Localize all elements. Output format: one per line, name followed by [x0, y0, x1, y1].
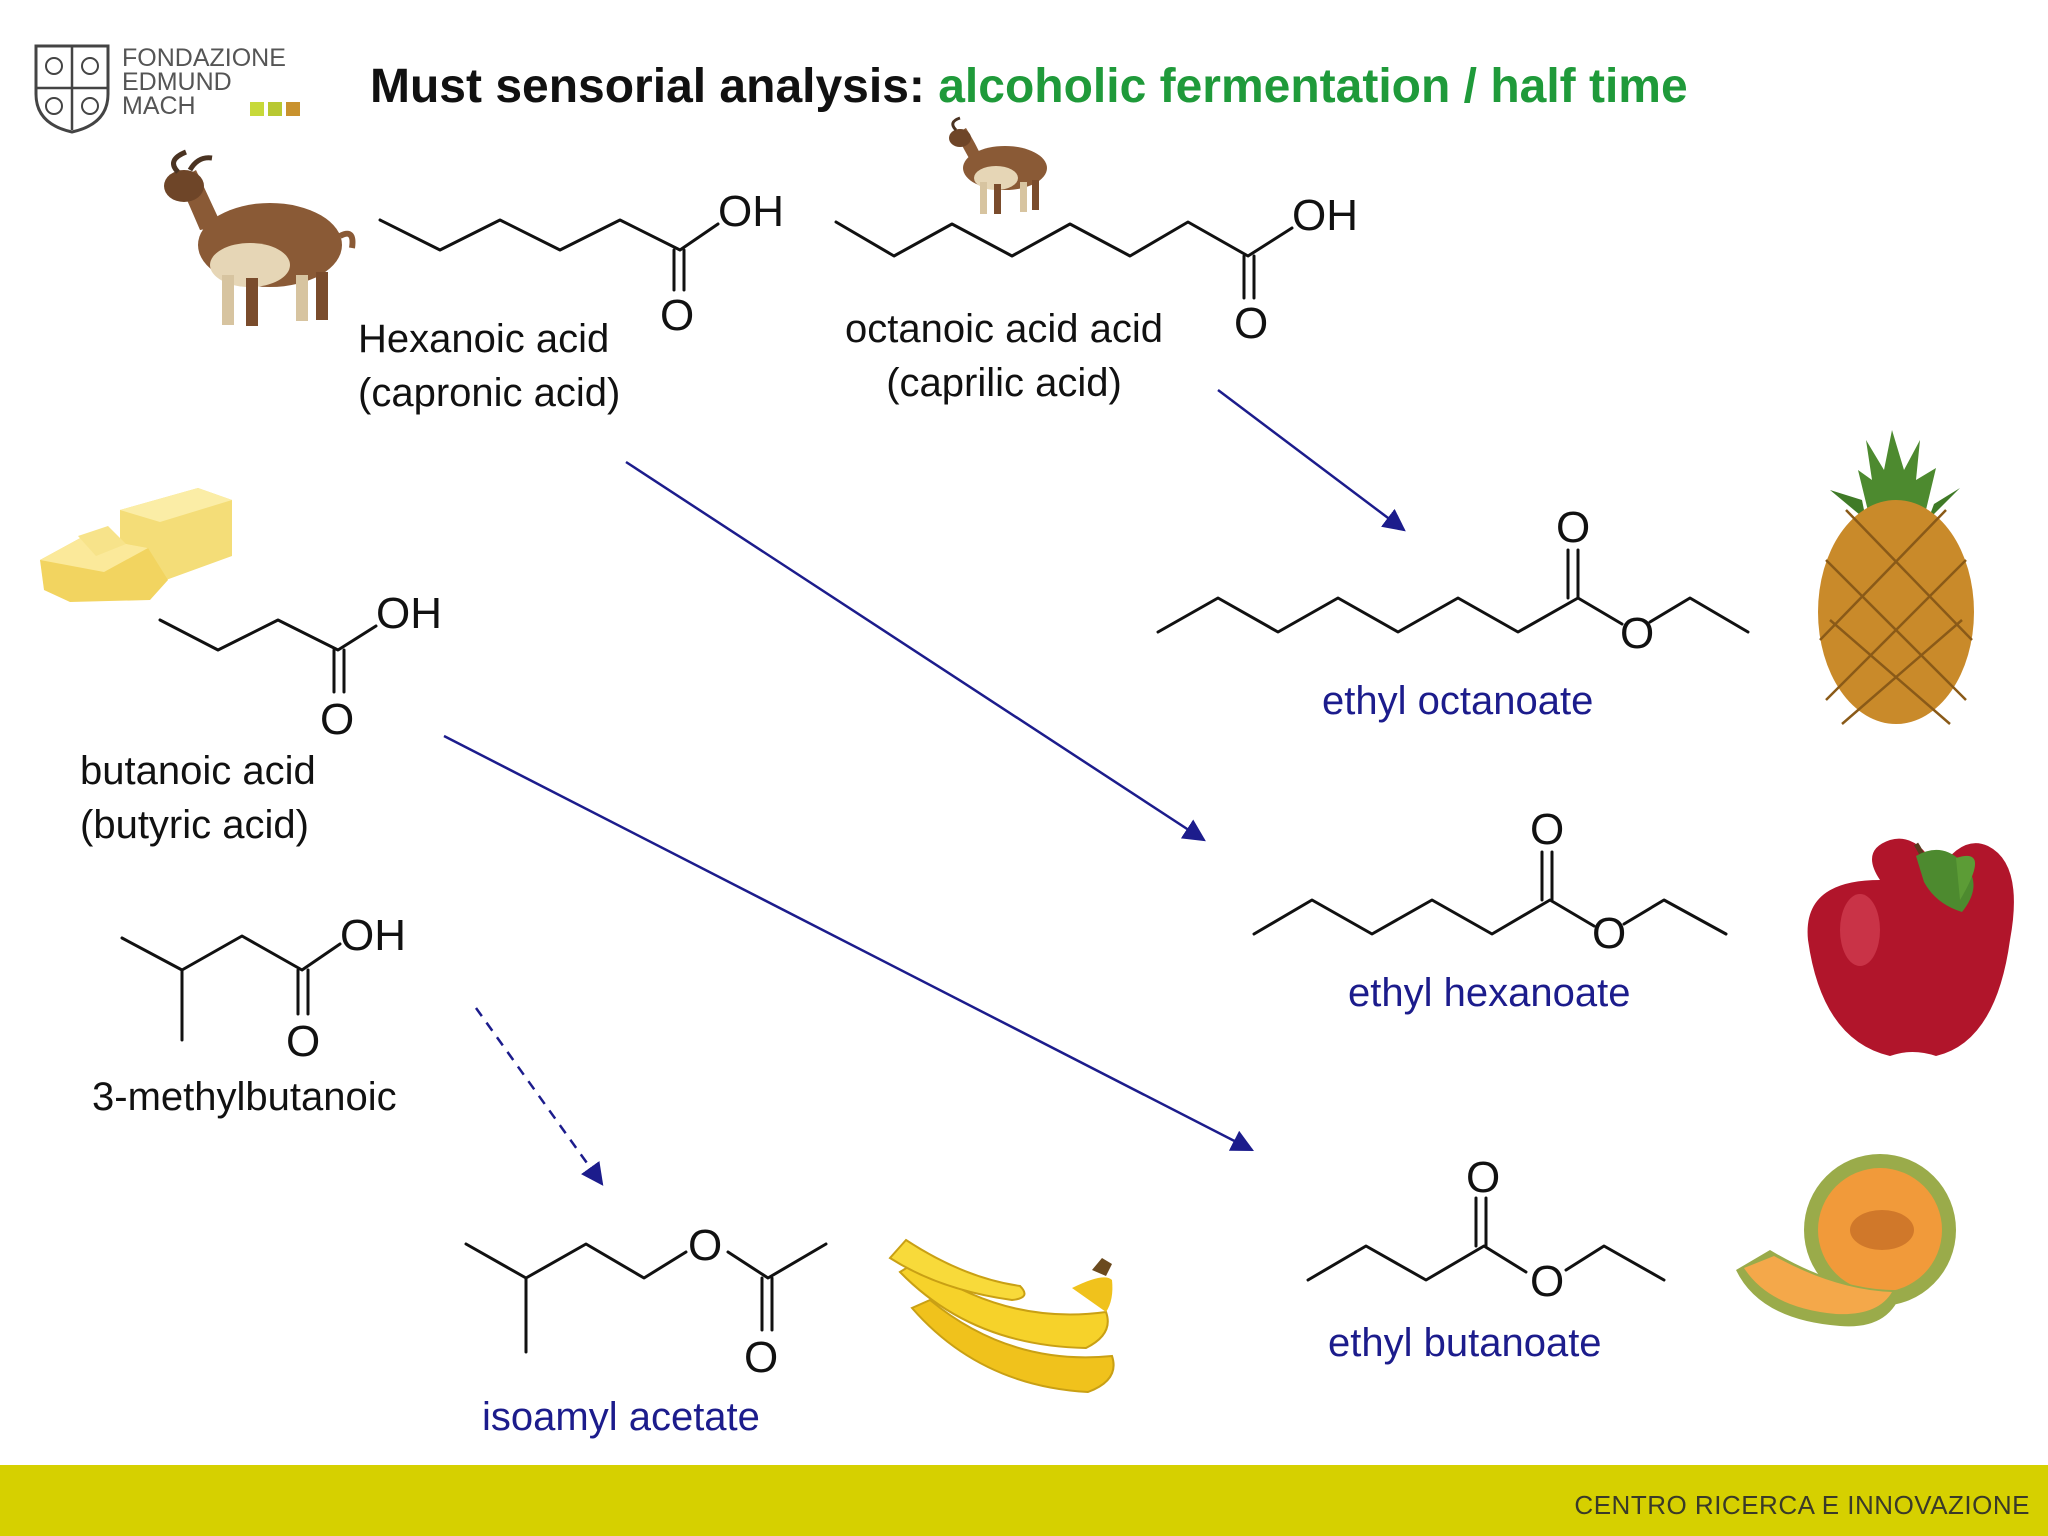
- octanoic-oh-label: OH: [1292, 191, 1358, 240]
- pineapple-icon: [1818, 430, 1974, 725]
- ethyl-hexanoate-structure: [1252, 850, 1728, 936]
- hexanoic-oh-label: OH: [718, 187, 784, 236]
- octanoic-acid-common-name: (caprilic acid): [886, 361, 1122, 405]
- apple-icon: [1807, 838, 2014, 1056]
- methylbutanoic-oh-label: OH: [340, 911, 406, 960]
- page-title: Must sensorial analysis: alcoholic ferme…: [370, 60, 1688, 113]
- hexanoic-o-label: O: [660, 291, 694, 340]
- logo-text-line3: MACH: [122, 92, 196, 120]
- butanoic-o-label: O: [320, 695, 354, 744]
- methylbutanoic-acid-structure: [120, 934, 342, 1042]
- methylbutanoic-o-label: O: [286, 1017, 320, 1066]
- ethyl-butanoate-ester-o: O: [1530, 1257, 1564, 1306]
- arrow-octanoic-to-ethyl-octanoate: [1217, 389, 1406, 532]
- footer-text: CENTRO RICERCA E INNOVAZIONE: [1574, 1490, 2030, 1520]
- butanoic-acid-name: butanoic acid: [80, 749, 316, 793]
- butanoic-acid-common-name: (butyric acid): [80, 803, 309, 847]
- banana-icon: [888, 1238, 1115, 1394]
- isoamyl-acetate-carbonyl-o: O: [744, 1333, 778, 1382]
- butanoic-oh-label: OH: [376, 589, 442, 638]
- ethyl-hexanoate-name: ethyl hexanoate: [1348, 971, 1630, 1015]
- logo-emblem-icon: [34, 44, 110, 134]
- hexanoic-acid-name: Hexanoic acid: [358, 317, 609, 361]
- footer-bar: [0, 1465, 2048, 1536]
- goat-icon: [949, 116, 1047, 214]
- logo: FONDAZIONE EDMUND MACH: [34, 44, 300, 134]
- title-highlight: alcoholic fermentation / half time: [938, 60, 1687, 113]
- arrow-hexanoic-to-ethyl-hexanoate: [625, 460, 1206, 842]
- ethyl-hexanoate-carbonyl-o: O: [1530, 805, 1564, 854]
- title-main: Must sensorial analysis:: [370, 60, 938, 113]
- logo-square-2: [268, 102, 282, 116]
- ethyl-hexanoate-ester-o: O: [1592, 909, 1626, 958]
- butter-icon: [40, 488, 232, 602]
- ethyl-octanoate-carbonyl-o: O: [1556, 503, 1590, 552]
- arrow-butanoic-to-ethyl-butanoate: [443, 734, 1255, 1152]
- ethyl-butanoate-carbonyl-o: O: [1466, 1153, 1500, 1202]
- octanoic-acid-structure: [834, 220, 1294, 300]
- goat-icon: [164, 149, 356, 326]
- ethyl-butanoate-name: ethyl butanoate: [1328, 1321, 1602, 1365]
- ethyl-octanoate-name: ethyl octanoate: [1322, 679, 1593, 723]
- octanoic-o-label: O: [1234, 299, 1268, 348]
- ethyl-butanoate-structure: [1306, 1196, 1666, 1282]
- logo-text-line1: FONDAZIONE: [122, 44, 286, 72]
- melon-icon: [1736, 1154, 1956, 1327]
- arrow-methylbutanoic-to-isoamyl-acetate: [474, 1007, 604, 1186]
- isoamyl-acetate-ester-o: O: [688, 1221, 722, 1270]
- logo-text-line2: EDMUND: [122, 68, 232, 96]
- logo-square-3: [286, 102, 300, 116]
- ethyl-octanoate-ester-o: O: [1620, 609, 1654, 658]
- logo-square-1: [250, 102, 264, 116]
- butanoic-acid-structure: [158, 618, 378, 694]
- octanoic-acid-name: octanoic acid acid: [845, 307, 1163, 351]
- hexanoic-acid-common-name: (capronic acid): [358, 371, 620, 415]
- methylbutanoic-acid-name: 3-methylbutanoic: [92, 1075, 397, 1119]
- isoamyl-acetate-structure: [464, 1242, 828, 1354]
- ethyl-octanoate-structure: [1156, 548, 1750, 634]
- hexanoic-acid-structure: [378, 218, 720, 292]
- isoamyl-acetate-name: isoamyl acetate: [482, 1395, 760, 1439]
